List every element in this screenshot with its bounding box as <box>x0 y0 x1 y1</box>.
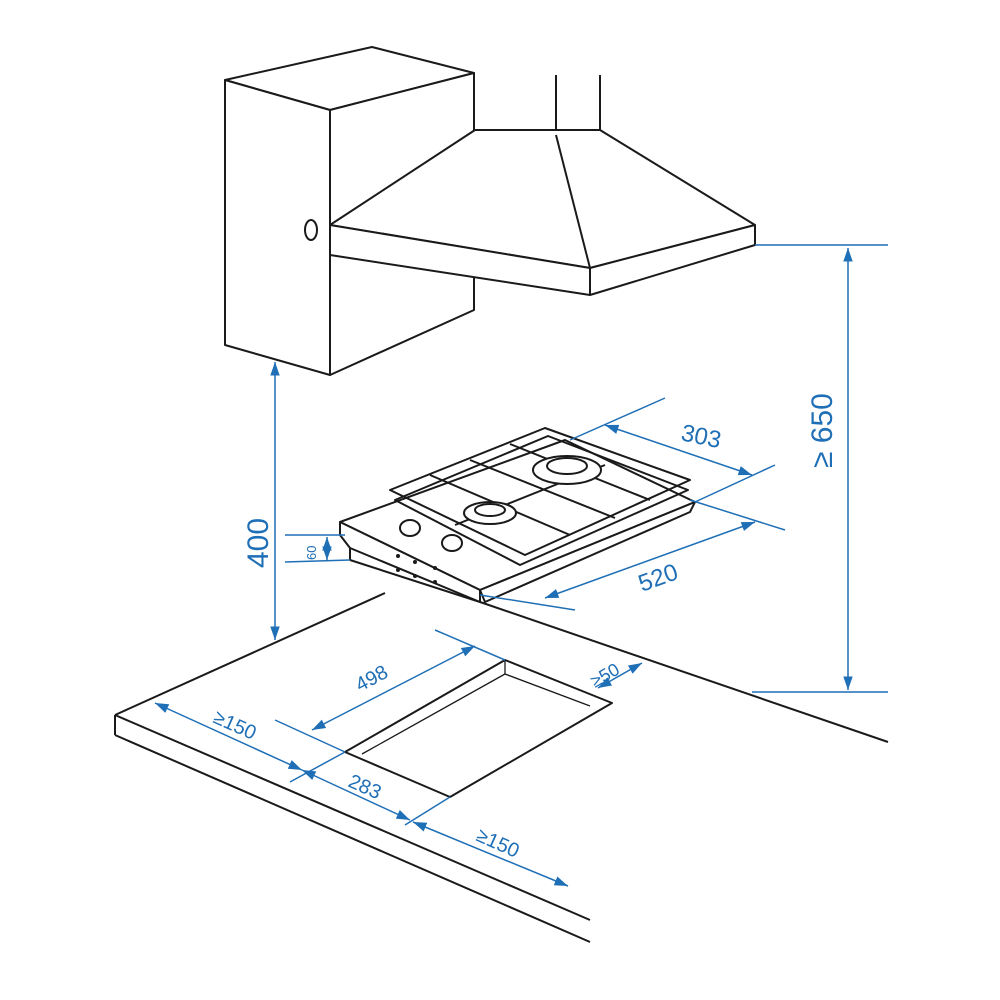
label-hood-height: ≥ 650 <box>806 393 839 468</box>
control-knob <box>441 534 463 552</box>
range-hood <box>329 75 756 296</box>
burner-large <box>532 455 602 485</box>
countertop <box>114 592 889 943</box>
label-cabinet-height: 400 <box>242 518 275 568</box>
dimension-lines <box>154 244 888 887</box>
control-knob <box>399 519 421 537</box>
label-cutout-depth: 283 <box>345 770 384 804</box>
cabinet-knob <box>304 219 318 241</box>
label-hob-width: 520 <box>635 559 682 598</box>
label-hob-depth: 303 <box>679 419 724 454</box>
label-back-clearance: ≥50 <box>587 659 623 691</box>
label-hob-thickness: 60 <box>304 546 319 560</box>
burner-small <box>463 501 517 525</box>
